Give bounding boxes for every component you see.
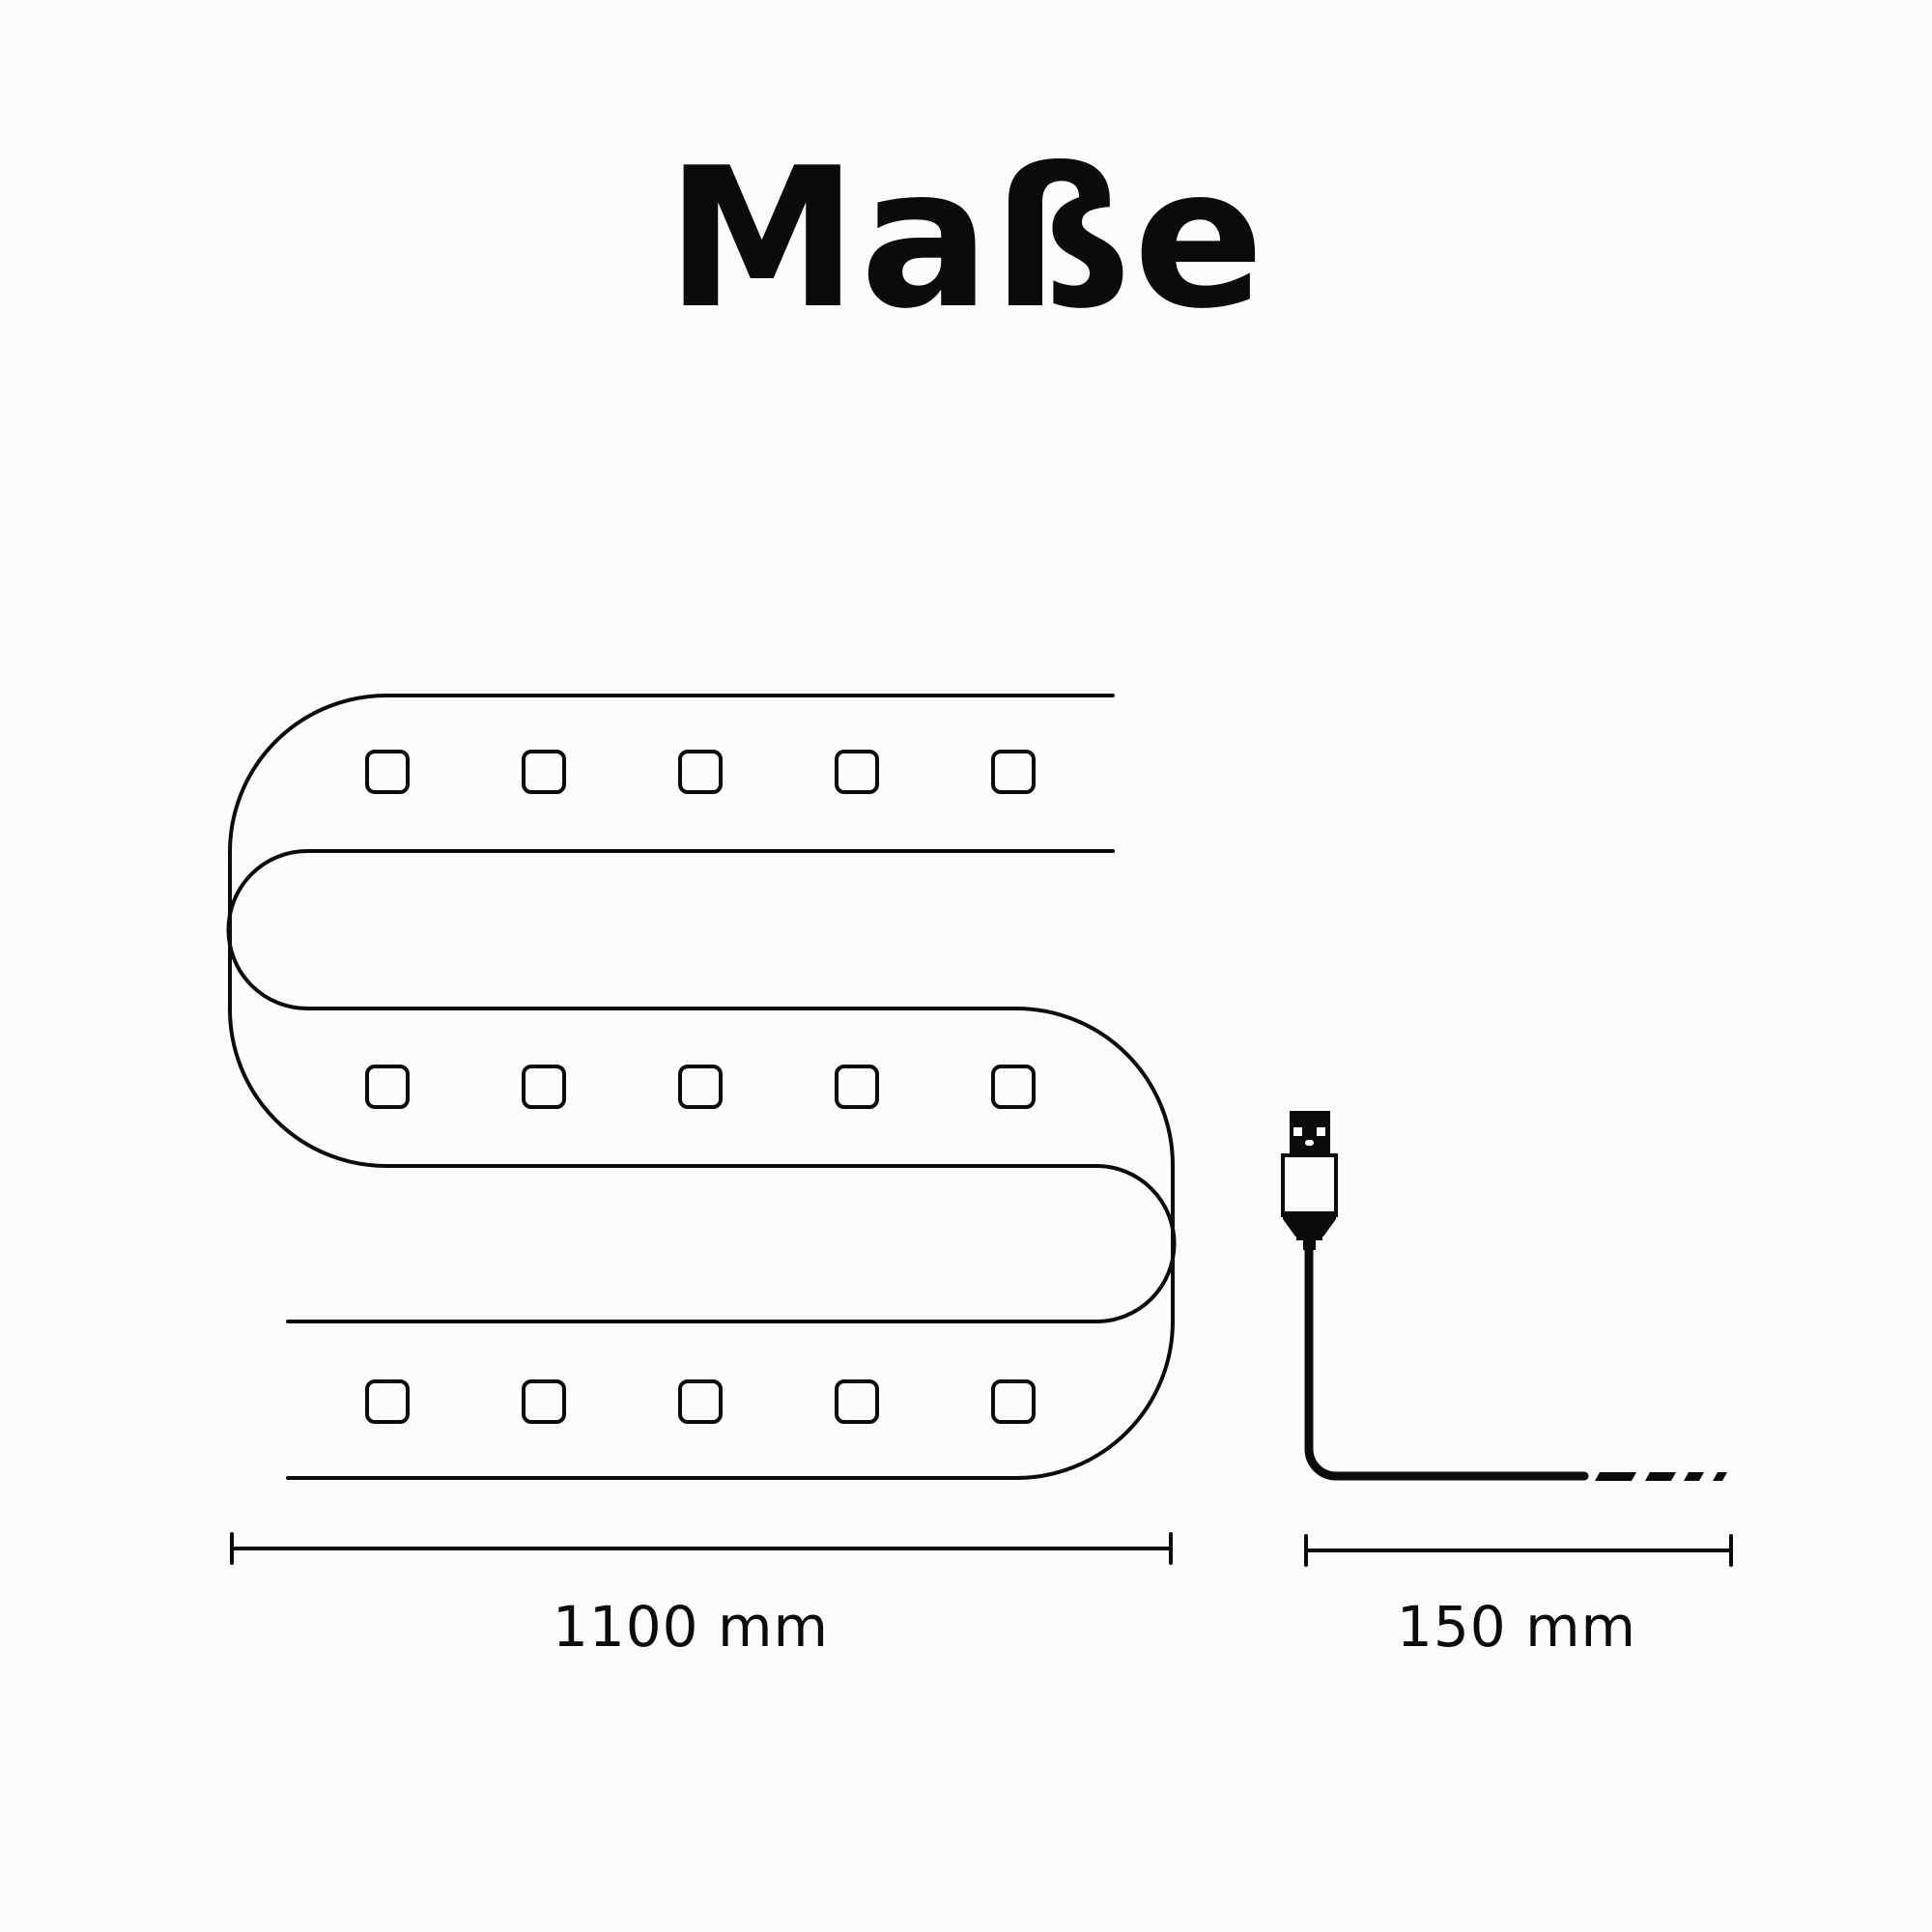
cable-line — [1304, 1241, 1589, 1481]
led-chip-icon — [835, 1379, 879, 1424]
led-row-1 — [365, 750, 1036, 794]
led-chip-icon — [522, 1065, 566, 1109]
led-chip-icon — [835, 750, 879, 794]
strip-length-label: 1100 mm — [552, 1594, 830, 1660]
led-chip-icon — [365, 750, 410, 794]
led-chip-icon — [522, 1379, 566, 1424]
led-chip-icon — [991, 1379, 1036, 1424]
led-strip-outline-inner — [226, 849, 1175, 1480]
usb-plug-icon — [1281, 1111, 1338, 1250]
led-chip-icon — [678, 1379, 723, 1424]
led-row-2 — [365, 1065, 1036, 1109]
cable-dashes — [1595, 1472, 1727, 1481]
led-chip-icon — [365, 1379, 410, 1424]
led-chip-icon — [991, 750, 1036, 794]
led-chip-icon — [991, 1065, 1036, 1109]
cable-length-label: 150 mm — [1396, 1594, 1637, 1660]
cable-length-dimension-line — [1304, 1534, 1733, 1567]
led-chip-icon — [678, 1065, 723, 1109]
led-strip-outline — [228, 694, 1177, 1323]
led-chip-icon — [522, 750, 566, 794]
led-chip-icon — [835, 1065, 879, 1109]
led-chip-icon — [678, 750, 723, 794]
usb-cable — [1304, 1241, 1727, 1481]
strip-length-dimension-line — [230, 1532, 1173, 1565]
led-chip-icon — [365, 1065, 410, 1109]
page-title: Maße — [666, 127, 1266, 352]
led-row-3 — [365, 1379, 1036, 1424]
